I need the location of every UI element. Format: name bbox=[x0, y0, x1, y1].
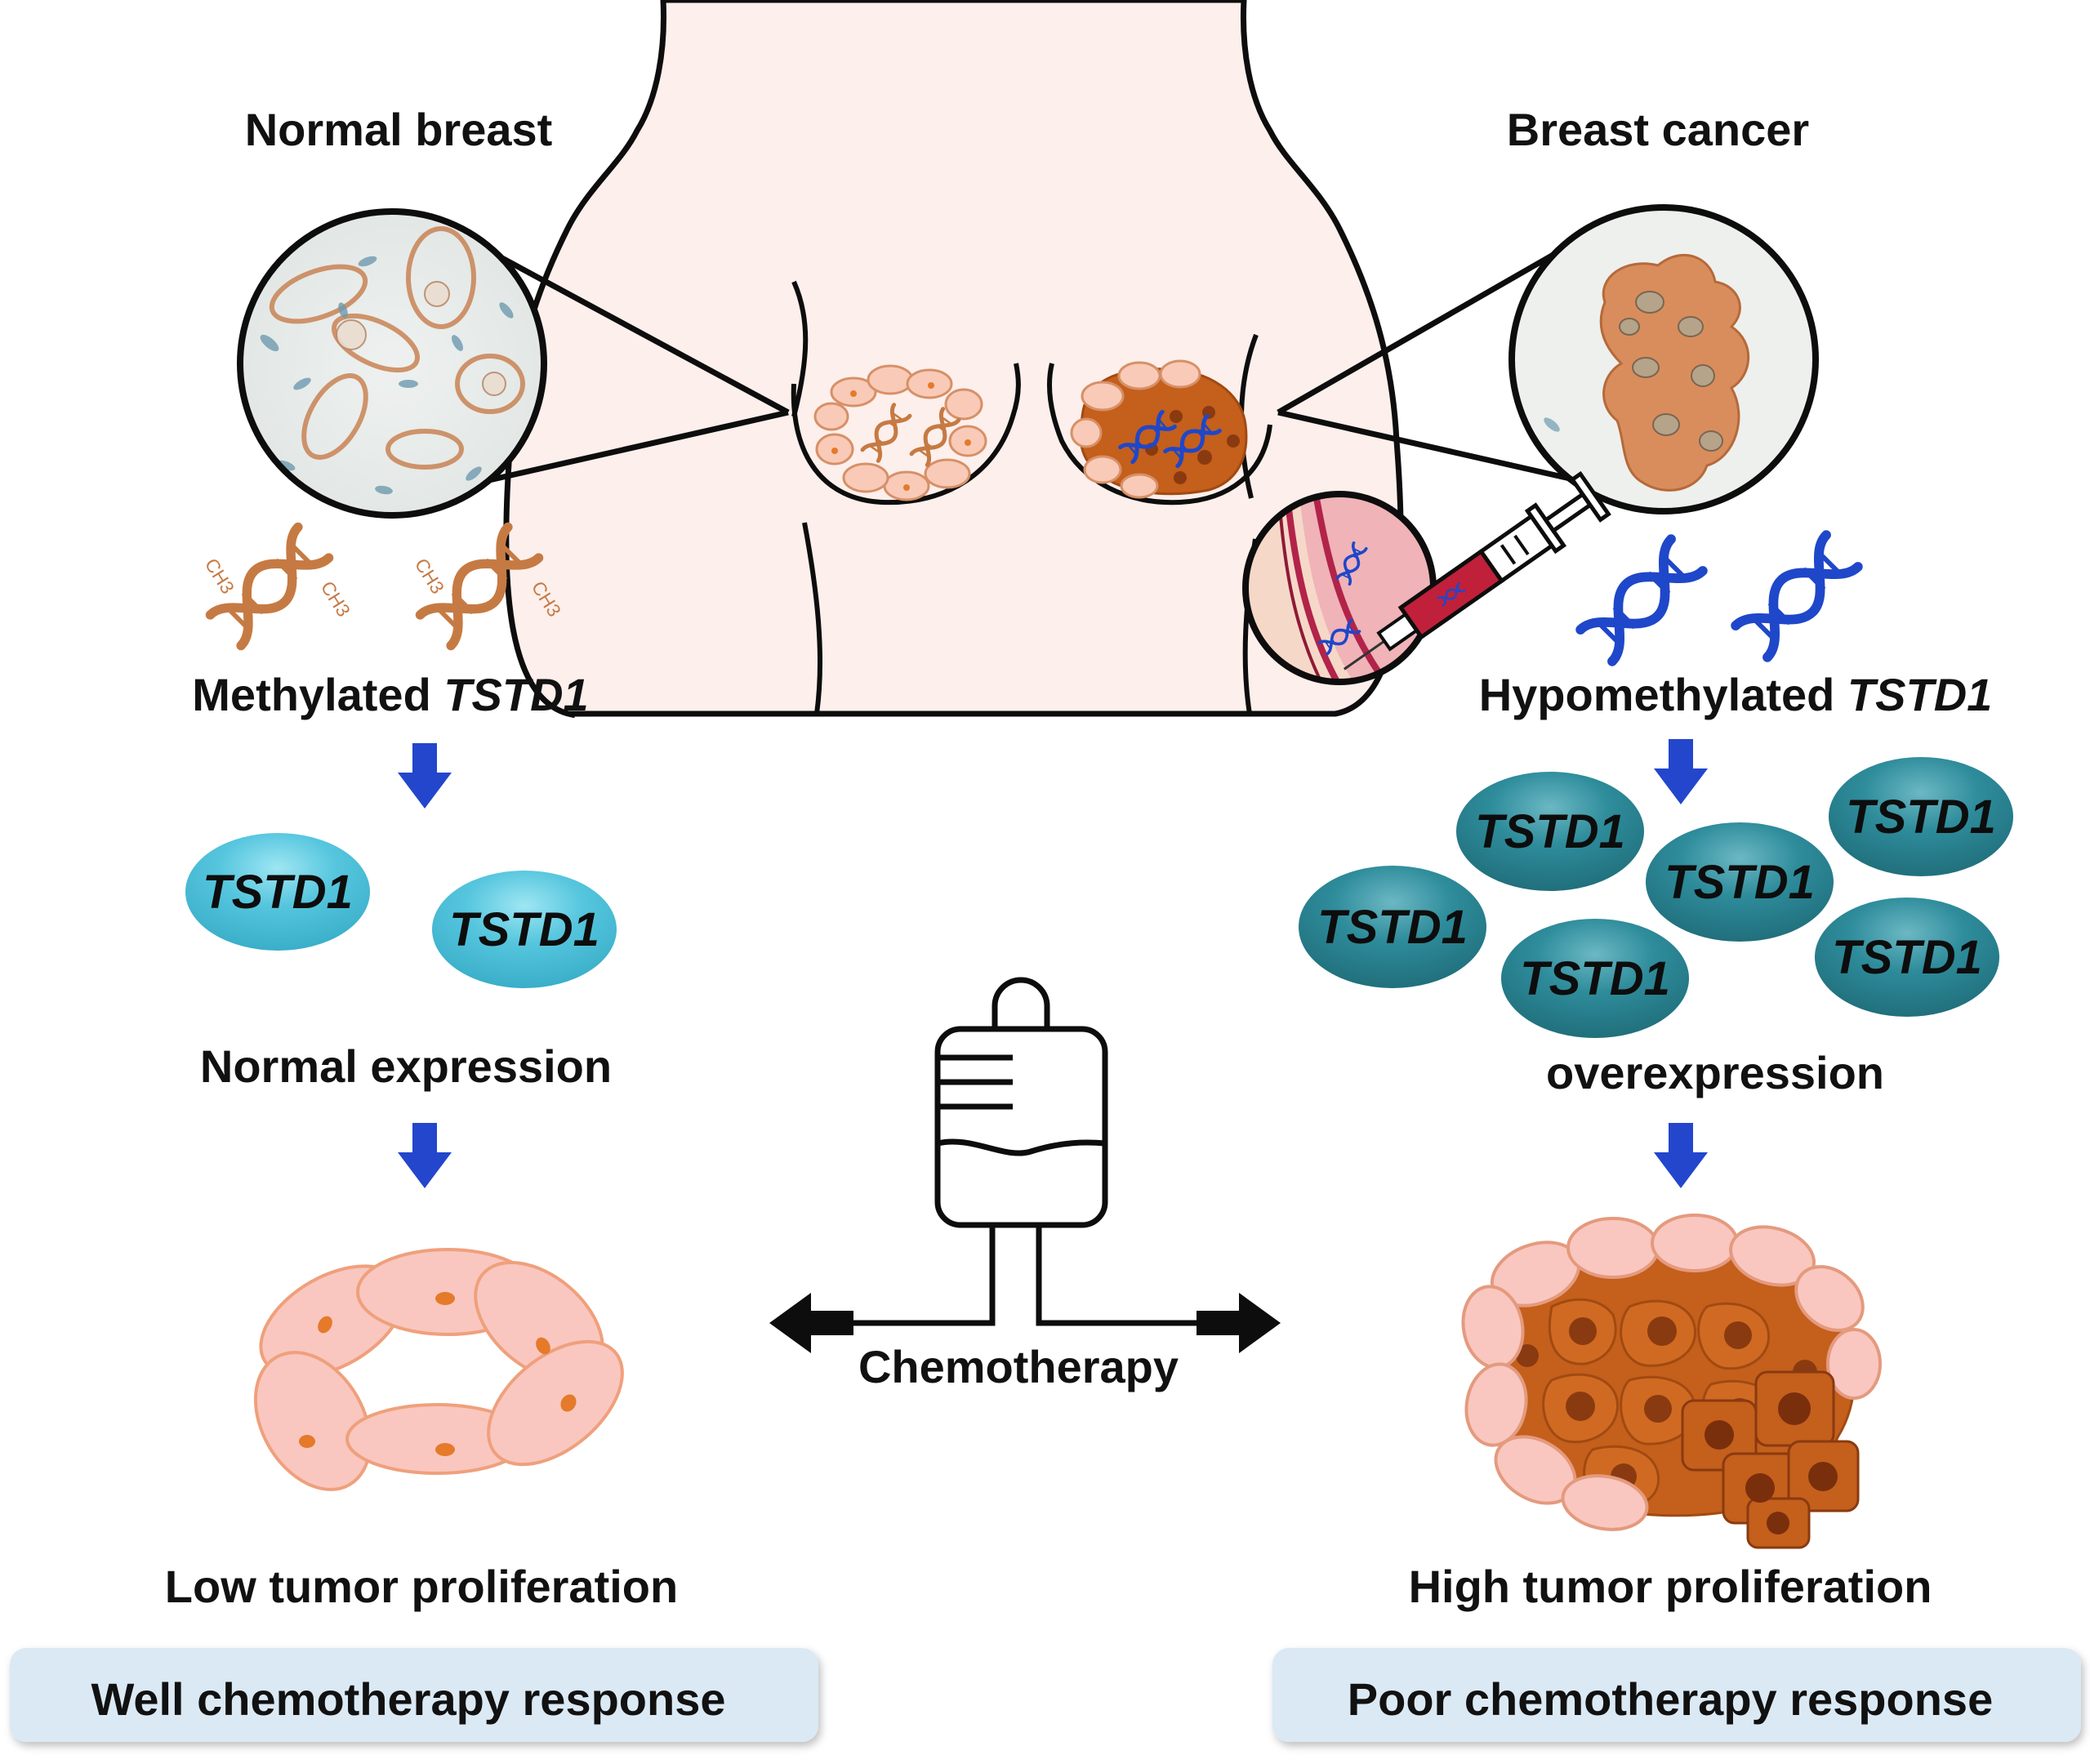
hypomethylated-label: Hypomethylated TSTD1 bbox=[1479, 669, 1993, 720]
methyl-label: CH3 bbox=[201, 555, 238, 598]
arrow-down-icon bbox=[1654, 1123, 1708, 1188]
poor-response-box: Poor chemotherapy response bbox=[1272, 1648, 2081, 1742]
protein-oval: TSTD1 bbox=[185, 833, 370, 951]
svg-text:TSTD1: TSTD1 bbox=[1832, 931, 1982, 984]
liquid-biopsy-vessel-icon bbox=[1242, 491, 1437, 685]
tumor-cluster bbox=[1461, 1214, 1882, 1549]
torso-silhouette bbox=[503, 0, 1404, 719]
well-response-box: Well chemotherapy response bbox=[10, 1648, 818, 1742]
overexpressed-tstd1-proteins: TSTD1 TSTD1 TSTD1 TSTD1 TSTD1 TSTD1 bbox=[1299, 757, 2013, 1038]
protein-oval: TSTD1 bbox=[432, 871, 617, 988]
svg-text:TSTD1: TSTD1 bbox=[203, 866, 353, 919]
low-proliferation-label: Low tumor proliferation bbox=[165, 1561, 678, 1612]
protein-oval: TSTD1 bbox=[1646, 822, 1834, 942]
normal-breast-title: Normal breast bbox=[245, 104, 553, 155]
protein-oval: TSTD1 bbox=[1829, 757, 2013, 876]
breast-cancer-title: Breast cancer bbox=[1507, 104, 1809, 155]
arrow-right-icon bbox=[1197, 1293, 1281, 1353]
methyl-label: CH3 bbox=[317, 577, 354, 621]
zoom-lines bbox=[476, 234, 1586, 485]
svg-text:TSTD1: TSTD1 bbox=[1520, 952, 1670, 1005]
chemotherapy-label: Chemotherapy bbox=[858, 1341, 1179, 1392]
svg-text:TSTD1: TSTD1 bbox=[1664, 856, 1815, 909]
poor-response-label: Poor chemotherapy response bbox=[1348, 1673, 1993, 1725]
cancer-tissue-microscope-icon bbox=[1508, 204, 1819, 514]
svg-text:TSTD1: TSTD1 bbox=[1846, 791, 1996, 844]
syringe-icon bbox=[1343, 470, 1611, 670]
normal-expression-label: Normal expression bbox=[200, 1040, 612, 1092]
high-proliferation-label: High tumor proliferation bbox=[1409, 1561, 1932, 1612]
svg-text:TSTD1: TSTD1 bbox=[1475, 805, 1625, 858]
arrow-down-icon bbox=[398, 1123, 452, 1188]
protein-oval: TSTD1 bbox=[1456, 772, 1644, 891]
dna-icon bbox=[1736, 535, 1858, 657]
methylated-label: Methylated TSTD1 bbox=[192, 669, 588, 720]
tumor-small bbox=[1070, 359, 1248, 499]
protein-oval: TSTD1 bbox=[1815, 898, 1999, 1017]
svg-text:TSTD1: TSTD1 bbox=[1317, 901, 1468, 954]
normal-duct-ring bbox=[253, 1248, 624, 1491]
svg-text:TSTD1: TSTD1 bbox=[449, 903, 599, 956]
left-breast-outline bbox=[791, 363, 1021, 506]
iv-bag-icon bbox=[853, 977, 1201, 1326]
dna-icon bbox=[1580, 539, 1703, 662]
well-response-label: Well chemotherapy response bbox=[91, 1673, 726, 1725]
normal-duct-small bbox=[813, 364, 987, 501]
hypomethylated-dna-group bbox=[1580, 535, 1858, 662]
protein-oval: TSTD1 bbox=[1299, 866, 1486, 988]
overexpression-label: overexpression bbox=[1546, 1047, 1884, 1098]
normal-tissue-microscope-icon bbox=[237, 208, 547, 519]
arrow-down-icon bbox=[1654, 739, 1708, 804]
methyl-label: CH3 bbox=[411, 555, 448, 598]
arrow-down-icon bbox=[398, 743, 452, 808]
protein-oval: TSTD1 bbox=[1501, 919, 1689, 1038]
normal-tstd1-proteins: TSTD1 TSTD1 bbox=[185, 833, 617, 988]
arrow-left-icon bbox=[769, 1293, 853, 1353]
torso-illustration bbox=[503, 0, 1404, 719]
